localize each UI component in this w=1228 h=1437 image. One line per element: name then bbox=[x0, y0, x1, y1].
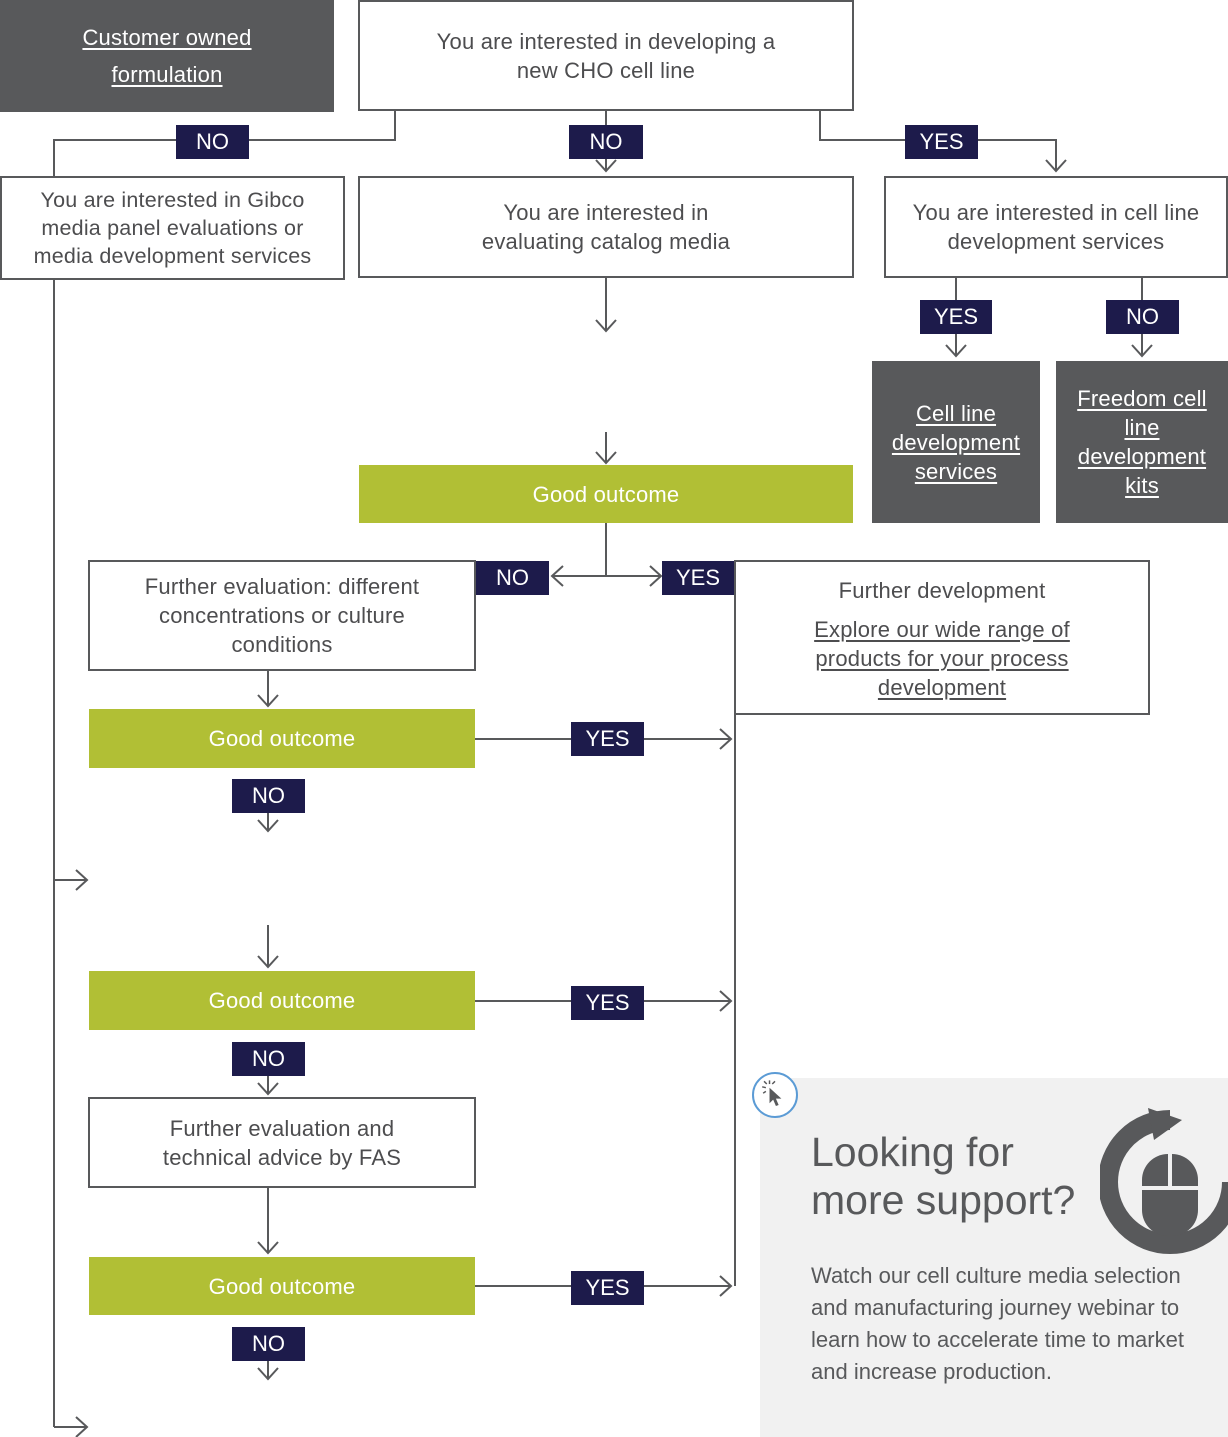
no-tag-left: NO bbox=[176, 125, 249, 159]
freedom-kits-link[interactable]: Freedom cell line development kits bbox=[1077, 386, 1207, 498]
no-tag-mid: NO bbox=[569, 125, 643, 159]
yes-tag-outcome-2: YES bbox=[571, 722, 644, 756]
good-outcome-1: Good outcome bbox=[359, 465, 853, 523]
gibco-panel-question-box: You are interested in Gibco media panel … bbox=[0, 176, 345, 280]
good-outcome-4: Good outcome bbox=[89, 1257, 475, 1315]
further-evaluation-fas-box: Further evaluation and technical advice … bbox=[88, 1097, 476, 1188]
further-evaluation-text: Further evaluation: different concentrat… bbox=[144, 574, 420, 657]
yes-tag-cell-line: YES bbox=[920, 300, 992, 334]
cell-line-development-services-link[interactable]: Cell line development services bbox=[891, 400, 1021, 484]
further-evaluation-fas-text: Further evaluation and technical advice … bbox=[162, 1115, 402, 1170]
mouse-refresh-icon bbox=[1100, 1108, 1228, 1254]
good-outcome-2: Good outcome bbox=[89, 709, 475, 768]
customer-owned-formulation-box[interactable]: Customer owned formulation bbox=[0, 0, 334, 112]
cell-line-development-services-box[interactable]: Cell line development services bbox=[872, 361, 1040, 523]
support-body: Watch our cell culture media selection a… bbox=[811, 1263, 1184, 1384]
no-tag-outcome-1: NO bbox=[476, 561, 549, 595]
freedom-kits-box[interactable]: Freedom cell line development kits bbox=[1056, 361, 1228, 523]
cell-line-services-question-box: You are interested in cell line developm… bbox=[884, 176, 1228, 278]
catalog-media-question-box: You are interested in evaluating catalog… bbox=[358, 176, 854, 278]
no-tag-outcome-3: NO bbox=[232, 1042, 305, 1076]
yes-tag-outcome-3: YES bbox=[571, 986, 644, 1020]
further-development-link[interactable]: Explore our wide range of products for y… bbox=[814, 617, 1070, 700]
customer-owned-formulation-link[interactable]: Customer owned formulation bbox=[82, 25, 252, 87]
further-development-box: Further development Explore our wide ran… bbox=[734, 560, 1150, 715]
gibco-panel-question-text: You are interested in Gibco media panel … bbox=[33, 188, 312, 268]
no-tag-outcome-4: NO bbox=[232, 1327, 305, 1361]
cell-line-services-question-text: You are interested in cell line developm… bbox=[912, 200, 1200, 254]
cursor-click-icon bbox=[752, 1072, 798, 1118]
cho-cell-line-question-box: You are interested in developing a new C… bbox=[358, 0, 854, 111]
no-tag-cell-line: NO bbox=[1106, 300, 1179, 334]
no-tag-outcome-2: NO bbox=[232, 779, 305, 813]
good-outcome-3: Good outcome bbox=[89, 971, 475, 1030]
support-panel[interactable]: Looking for more support? Watch our cell… bbox=[760, 1078, 1228, 1437]
yes-tag-right: YES bbox=[905, 125, 978, 159]
further-evaluation-box: Further evaluation: different concentrat… bbox=[88, 560, 476, 671]
support-title: Looking for more support? bbox=[811, 1129, 1076, 1223]
yes-tag-outcome-4: YES bbox=[571, 1271, 644, 1305]
further-development-title: Further development bbox=[838, 578, 1046, 603]
catalog-media-question-text: You are interested in evaluating catalog… bbox=[481, 200, 731, 254]
cho-cell-line-question-text: You are interested in developing a new C… bbox=[436, 28, 776, 83]
yes-tag-outcome-1: YES bbox=[662, 561, 734, 595]
